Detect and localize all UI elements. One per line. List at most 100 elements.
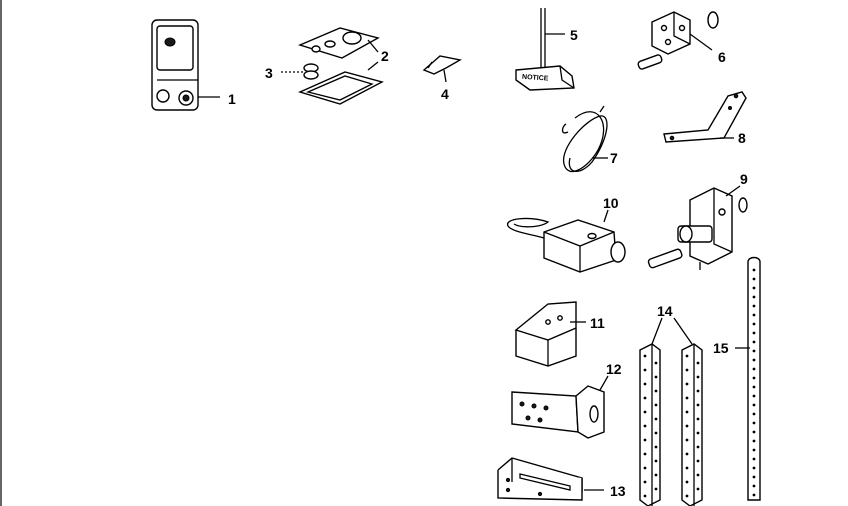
part-2-remote-case	[297, 27, 384, 105]
perforation-hole	[643, 368, 647, 372]
perforation-hole	[643, 480, 647, 484]
perforation-hole	[696, 361, 700, 365]
perforation-hole	[654, 487, 658, 491]
perforation-hole	[696, 417, 700, 421]
perforation-hole	[643, 382, 647, 386]
perforation-hole	[685, 438, 689, 442]
perforation-hole	[752, 484, 756, 488]
part-15-perforated-strap	[747, 256, 761, 501]
perforation-hole	[696, 459, 700, 463]
perforation-hole	[752, 421, 756, 425]
callout-3: 3	[265, 65, 273, 81]
perforation-hole	[752, 340, 756, 344]
perforation-hole	[696, 445, 700, 449]
part-6-door-bracket	[637, 11, 719, 70]
perforation-hole	[685, 424, 689, 428]
perforation-hole	[696, 431, 700, 435]
perforation-hole	[752, 295, 756, 299]
perforation-hole	[752, 304, 756, 308]
perforation-hole	[752, 448, 756, 452]
perforation-hole	[752, 367, 756, 371]
part-8-curved-arm	[663, 91, 747, 143]
perforation-hole	[752, 457, 756, 461]
perforation-hole	[752, 403, 756, 407]
perforation-hole	[643, 354, 647, 358]
perforation-hole	[643, 410, 647, 414]
perforation-hole	[685, 480, 689, 484]
perforation-hole	[752, 313, 756, 317]
callout-11: 11	[590, 315, 605, 331]
part-14-perforated-angle-left	[639, 343, 661, 506]
perforation-hole	[685, 382, 689, 386]
perforation-hole	[752, 385, 756, 389]
perforation-hole	[685, 452, 689, 456]
part-11-u-bracket	[514, 301, 586, 367]
perforation-hole	[752, 358, 756, 362]
perforation-hole	[752, 493, 756, 497]
perforation-hole	[752, 475, 756, 479]
perforation-hole	[696, 473, 700, 477]
perforation-hole	[752, 349, 756, 353]
perforation-hole	[654, 375, 658, 379]
perforation-hole	[643, 396, 647, 400]
perforation-hole	[654, 403, 658, 407]
part-3-battery	[281, 63, 319, 80]
callout-13: 13	[610, 483, 626, 499]
perforation-hole	[654, 389, 658, 393]
perforation-hole	[752, 412, 756, 416]
perforation-hole	[643, 452, 647, 456]
perforation-hole	[696, 389, 700, 393]
perforation-hole	[752, 277, 756, 281]
perforation-hole	[685, 396, 689, 400]
callout-12: 12	[606, 361, 622, 377]
perforation-hole	[752, 466, 756, 470]
perforation-hole	[752, 286, 756, 290]
perforation-hole	[685, 410, 689, 414]
callout-1: 1	[228, 91, 236, 107]
perforation-hole	[752, 430, 756, 434]
perforation-hole	[696, 403, 700, 407]
part-12-l-bracket	[511, 375, 609, 439]
notice-label: NOTICE	[522, 74, 549, 83]
part-4-visor-clip	[422, 55, 462, 83]
perforation-hole	[685, 354, 689, 358]
perforation-hole	[752, 439, 756, 443]
perforation-hole	[696, 487, 700, 491]
part-7-wire-coil	[561, 105, 608, 172]
perforation-hole	[752, 394, 756, 398]
perforation-hole	[752, 376, 756, 380]
perforation-hole	[654, 459, 658, 463]
perforation-hole	[696, 375, 700, 379]
callout-7: 7	[610, 150, 618, 166]
callout-8: 8	[738, 130, 746, 146]
perforation-hole	[643, 438, 647, 442]
part-1-remote-control	[151, 19, 220, 111]
leader-14a	[651, 317, 663, 345]
callout-5: 5	[570, 27, 578, 43]
perforation-hole	[752, 322, 756, 326]
part-5-release-handle	[515, 8, 575, 91]
callout-15: 15	[713, 340, 729, 356]
part-9-header-bracket	[647, 185, 748, 270]
callout-2: 2	[381, 48, 389, 64]
perforation-hole	[643, 424, 647, 428]
perforation-hole	[752, 268, 756, 272]
perforation-hole	[685, 494, 689, 498]
perforation-hole	[654, 445, 658, 449]
perforation-hole	[752, 331, 756, 335]
part-14-perforated-angle-right	[681, 343, 703, 506]
perforation-hole	[685, 466, 689, 470]
perforation-hole	[654, 417, 658, 421]
perforation-hole	[654, 473, 658, 477]
perforation-hole	[643, 494, 647, 498]
perforation-hole	[654, 431, 658, 435]
callout-9: 9	[740, 171, 748, 187]
callout-4: 4	[441, 86, 449, 102]
leader-14b	[673, 317, 693, 345]
callout-6: 6	[718, 49, 726, 65]
perforation-hole	[685, 368, 689, 372]
perforation-hole	[654, 361, 658, 365]
callout-14: 14	[657, 303, 673, 319]
perforation-hole	[643, 466, 647, 470]
